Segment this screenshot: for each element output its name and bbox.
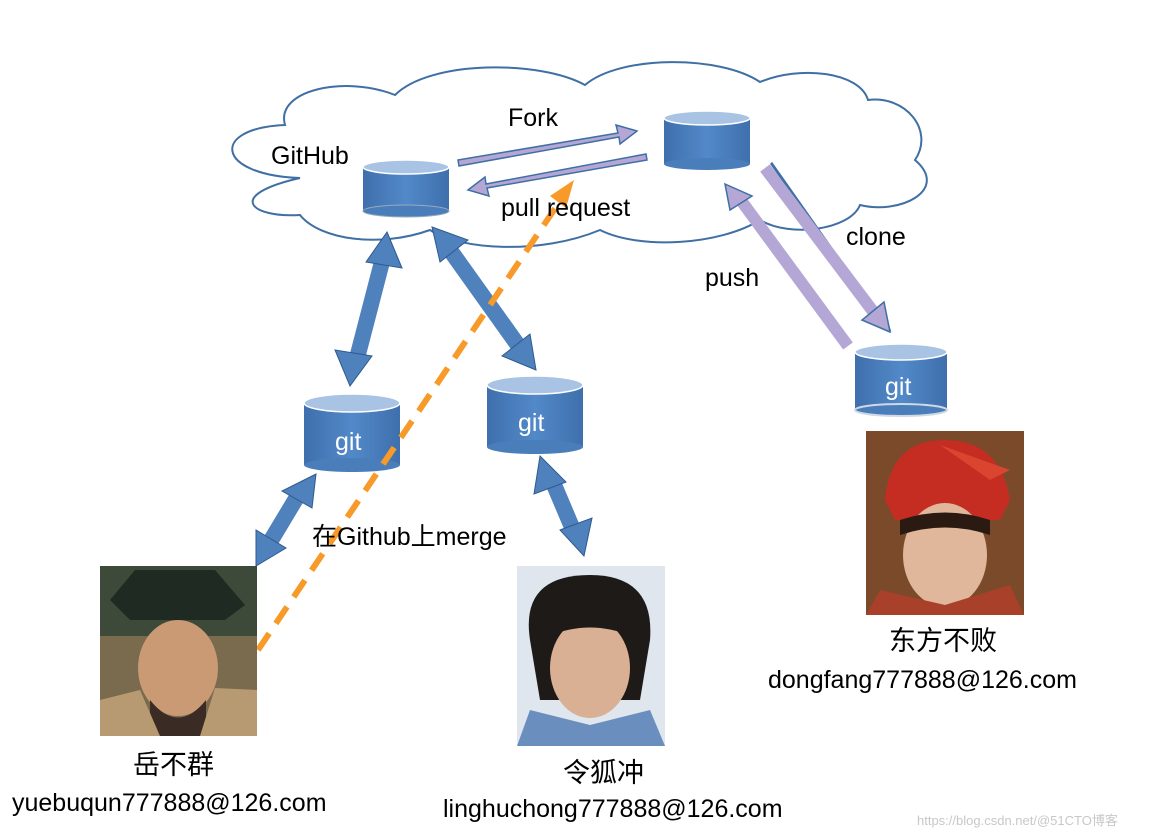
- git-label-dongfang: git: [885, 373, 912, 401]
- yuebuqun-name: 岳不群: [133, 750, 214, 781]
- fork-arrow: [457, 123, 639, 167]
- sync-arrow-linghuchong-local: [533, 454, 593, 558]
- dongfang-email: dongfang777888@126.com: [768, 666, 1077, 694]
- github-main-repo: [362, 159, 450, 218]
- linghuchong-name: 令狐冲: [563, 758, 644, 789]
- push-label: push: [705, 264, 760, 292]
- forked-repo: [663, 110, 751, 170]
- sync-arrow-yuebuqun-local: [255, 473, 317, 567]
- pull-request-label: pull request: [501, 194, 631, 222]
- merge-dashed-arrow: [255, 180, 574, 652]
- dongfang-local-repo: [854, 343, 948, 417]
- dongfang-name: 东方不败: [889, 626, 997, 657]
- linghuchong-local-repo: [486, 375, 584, 454]
- github-label: GitHub: [271, 142, 349, 170]
- watermark: https://blog.csdn.net/@51CTO博客: [917, 813, 1118, 828]
- clone-label: clone: [846, 223, 906, 251]
- pull-request-arrow: [466, 153, 648, 198]
- yuebuqun-email: yuebuqun777888@126.com: [12, 789, 327, 817]
- sync-arrow-linghuchong: [431, 226, 537, 371]
- yuebuqun-portrait: [100, 566, 257, 736]
- git-label-yuebuqun: git: [335, 428, 362, 456]
- dongfang-portrait: [866, 431, 1024, 615]
- git-label-linghuchong: git: [518, 409, 545, 437]
- linghuchong-portrait: [517, 566, 665, 746]
- linghuchong-email: linghuchong777888@126.com: [443, 795, 783, 823]
- yuebuqun-local-repo: [303, 393, 401, 472]
- merge-label: 在Github上merge: [312, 523, 507, 551]
- sync-arrow-yuebuqun: [334, 230, 403, 388]
- fork-label: Fork: [508, 104, 558, 132]
